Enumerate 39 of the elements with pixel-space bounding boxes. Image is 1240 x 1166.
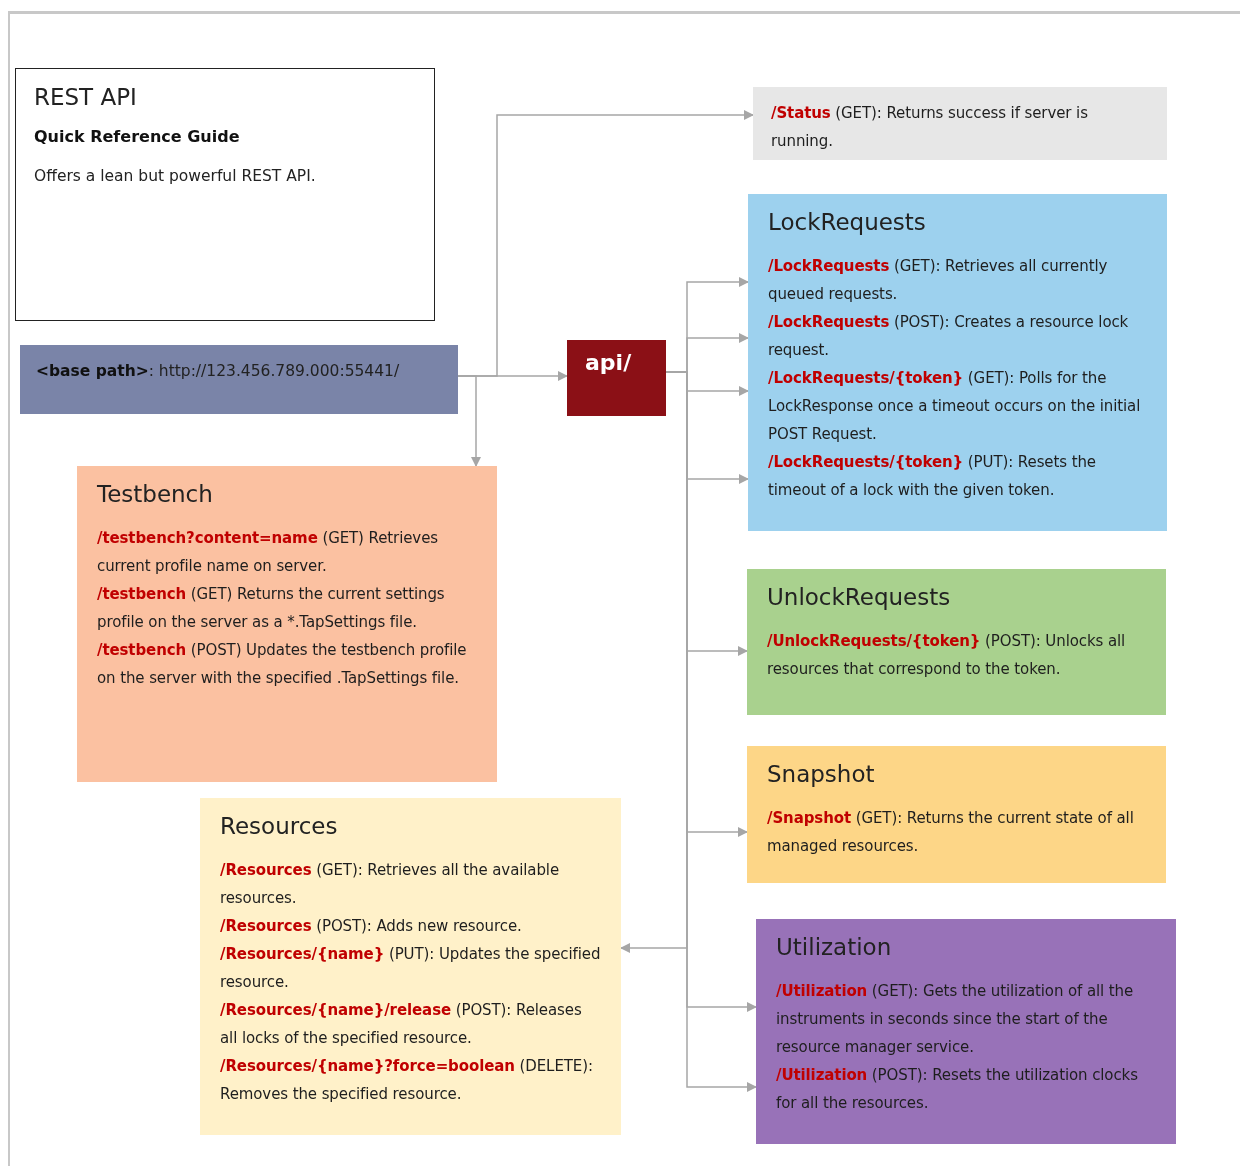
endpoint-description: /Resources/{name}?force=boolean (DELETE): Removes the specified resource. — [220, 1055, 594, 1105]
section-heading: Utilization — [776, 933, 893, 962]
endpoint-group-box — [200, 798, 621, 1135]
guide-subtitle: Quick Reference Guide — [34, 126, 241, 146]
endpoint-group-box — [748, 194, 1167, 531]
arrow — [457, 375, 481, 467]
endpoint-description: /LockRequests (GET): Retrieves all currently queued requests. — [768, 255, 1109, 305]
guide-box — [15, 68, 435, 321]
endpoint-description: /Resources/{name} (PUT): Updates the specified resource. — [220, 943, 601, 993]
endpoint-group-box — [747, 746, 1166, 883]
endpoint-group-box — [756, 919, 1176, 1144]
endpoint-description: /Snapshot (GET): Returns the current state of all managed resources. — [767, 807, 1135, 857]
endpoint-description: /testbench (POST) Updates the testbench profile on the server with the specified .TapSettings file. — [97, 639, 468, 689]
section-heading: UnlockRequests — [767, 583, 952, 612]
endpoint-description: /LockRequests/{token} (GET): Polls for the LockResponse once a timeout occurs on the initial POST Request. — [768, 367, 1142, 445]
api-label: api/ — [585, 350, 633, 375]
base-path-bar — [20, 345, 458, 414]
section-heading: Testbench — [97, 480, 214, 509]
endpoint-description: /testbench?content=name (GET) Retrieves current profile name on server. — [97, 527, 439, 577]
section-heading: Snapshot — [767, 760, 876, 789]
endpoint-box — [753, 87, 1167, 160]
endpoint-description: /UnlockRequests/{token} (POST): Unlocks all resources that correspond to the token. — [767, 630, 1127, 680]
section-heading: LockRequests — [768, 208, 927, 237]
endpoint-description: /Status (GET): Returns success if server is running. — [771, 103, 1089, 152]
endpoint-group-box — [77, 466, 497, 782]
base-path-text: <base path>: http://123.456.789.000:55441/ — [36, 361, 401, 382]
section-heading: Resources — [220, 812, 339, 841]
endpoint-description: /testbench (GET) Returns the current settings profile on the server as a *.TapSettings file. — [97, 583, 446, 633]
guide-description: Offers a lean but powerful REST API. — [34, 165, 317, 187]
endpoint-description: /LockRequests/{token} (PUT): Resets the timeout of a lock with the given token. — [768, 451, 1097, 501]
endpoint-description: /LockRequests (POST): Creates a resource lock request. — [768, 311, 1130, 361]
endpoint-description: /Utilization (GET): Gets the utilization of all the instruments in seconds since the start of the resource manager service. — [776, 980, 1135, 1058]
guide-title: REST API — [34, 83, 138, 112]
endpoint-group-box — [747, 569, 1166, 715]
endpoint-description: /Utilization (POST): Resets the utilization clocks for all the resources. — [776, 1064, 1139, 1114]
endpoint-description: /Resources (POST): Adds new resource. — [220, 915, 523, 937]
endpoint-description: /Resources/{name}/release (POST): Releases all locks of the specified resource. — [220, 999, 583, 1049]
api-box — [567, 340, 666, 416]
endpoint-description: /Resources (GET): Retrieves all the available resources. — [220, 859, 561, 909]
